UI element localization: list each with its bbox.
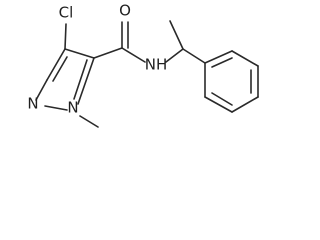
molecule-drawing: Cl O N N NH bbox=[27, 2, 259, 128]
bond-ph-5 bbox=[204, 96, 233, 113]
bond-c4-c5 bbox=[64, 48, 95, 59]
bonds bbox=[35, 20, 259, 128]
ring-nitrogen-atom-label: N bbox=[27, 95, 38, 113]
bond-ph-4 bbox=[231, 96, 259, 113]
chemical-structure-canvas: Cl O N N NH bbox=[27, 1, 259, 128]
bond-ch-phenyl bbox=[182, 48, 206, 64]
bond-n2-n1 bbox=[44, 105, 68, 111]
bond-n1-methyl bbox=[79, 115, 99, 128]
chlorine-atom-label: Cl bbox=[59, 4, 74, 22]
bond-c4-cl bbox=[64, 23, 67, 50]
amide-nh-atom-label: NH bbox=[145, 56, 168, 74]
oxygen-atom-label: O bbox=[119, 2, 131, 20]
bond-carbonyl-nh bbox=[121, 47, 146, 63]
bond-nh-ch bbox=[165, 48, 184, 63]
bond-ph-double-3 bbox=[211, 92, 233, 106]
bond-ph-1 bbox=[204, 50, 233, 64]
bond-c5-carbonyl bbox=[93, 47, 123, 59]
bond-ch-methyl bbox=[169, 20, 184, 50]
bond-c5-n1-double bbox=[73, 59, 88, 100]
bond-c3-n2 bbox=[35, 79, 48, 101]
bond-ph-double-1 bbox=[211, 57, 233, 68]
bond-c4-c3 bbox=[46, 48, 66, 81]
bond-c4-c3-double bbox=[52, 56, 68, 82]
bond-n1-c5 bbox=[77, 57, 95, 105]
methyl-nitrogen-atom-label: N bbox=[67, 99, 78, 117]
bond-ph-2 bbox=[231, 50, 259, 67]
